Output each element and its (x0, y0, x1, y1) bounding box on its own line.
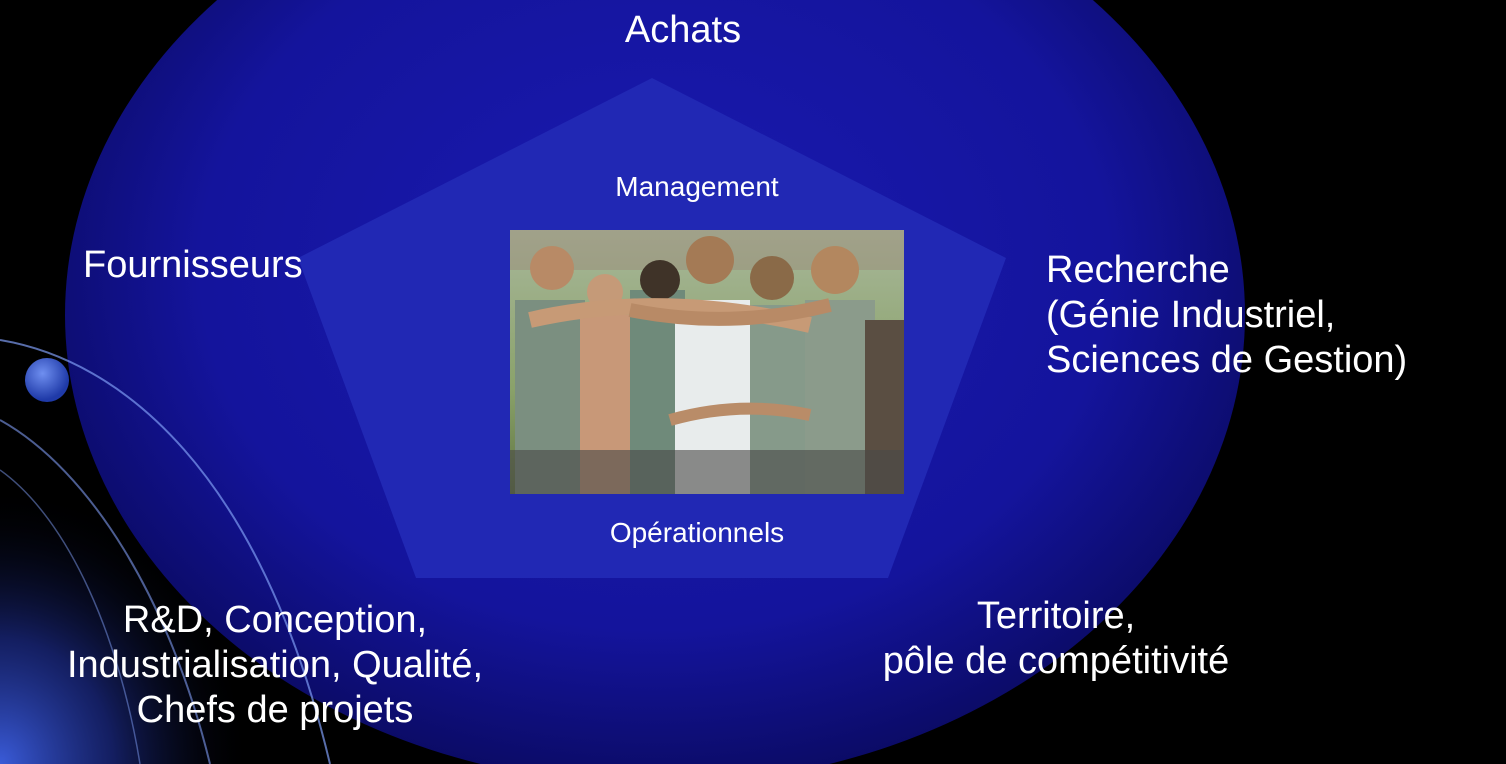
decorative-orb (25, 358, 69, 402)
label-fournisseurs: Fournisseurs (83, 244, 303, 286)
label-operationnels: Opérationnels (609, 517, 785, 548)
label-rd-line: R&D, Conception, (122, 599, 428, 641)
label-rd-line: Chefs de projets (136, 688, 414, 731)
label-rd-line: Industrialisation, Qualité, (66, 643, 484, 686)
label-territoire-line: Territoire, (976, 595, 1136, 637)
label-recherche-line: (Génie Industriel, (1046, 293, 1336, 336)
label-recherche-line: Sciences de Gestion) (1046, 338, 1408, 381)
label-recherche: Recherche (Génie Industriel, Sciences de… (1046, 248, 1407, 382)
label-recherche-line: Recherche (1046, 249, 1230, 291)
team-huddle-photo (510, 230, 904, 494)
swoosh-line (0, 419, 211, 764)
label-management: Management (615, 171, 779, 202)
label-rd-conception: R&D, Conception, Industrialisation, Qual… (0, 598, 550, 732)
team-photo (510, 230, 904, 494)
swoosh-line (0, 469, 141, 764)
label-territoire: Territoire, pôle de compétitivité (806, 594, 1306, 684)
swoosh-line (0, 339, 331, 764)
label-achats: Achats (624, 9, 742, 51)
label-territoire-line: pôle de compétitivité (882, 639, 1230, 682)
